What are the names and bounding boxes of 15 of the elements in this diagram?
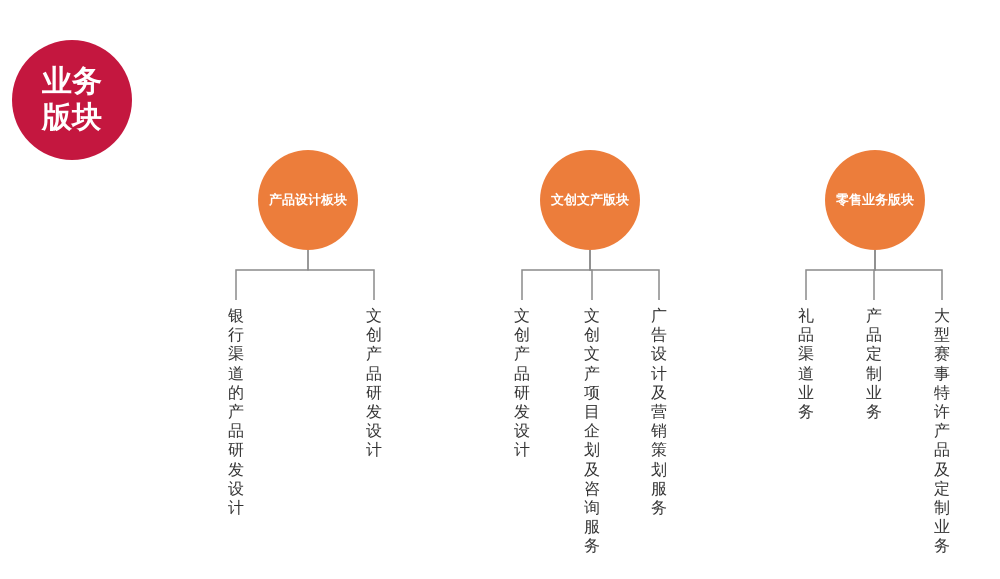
item-label: 广告设计及营销策划服务 bbox=[651, 306, 667, 518]
item-label: 文创文产项目企划及咨询服务 bbox=[584, 306, 600, 556]
connector-line bbox=[307, 250, 375, 300]
item-label: 文创产品研发设计 bbox=[514, 306, 530, 460]
item-label: 大型赛事特许产品及定制业务 bbox=[934, 306, 950, 556]
title-text: 业务版块 bbox=[40, 64, 103, 136]
category-label: 文创文产版块 bbox=[551, 192, 629, 209]
item-label: 产品定制业务 bbox=[866, 306, 882, 422]
connector-line bbox=[874, 250, 943, 300]
item-label: 文创产品研发设计 bbox=[366, 306, 382, 460]
category-label: 产品设计板块 bbox=[269, 192, 347, 209]
connector-line bbox=[589, 250, 660, 300]
category-label: 零售业务版块 bbox=[836, 192, 914, 209]
item-label: 银行渠道的产品研发设计 bbox=[228, 306, 244, 518]
item-label: 礼品渠道业务 bbox=[798, 306, 814, 422]
